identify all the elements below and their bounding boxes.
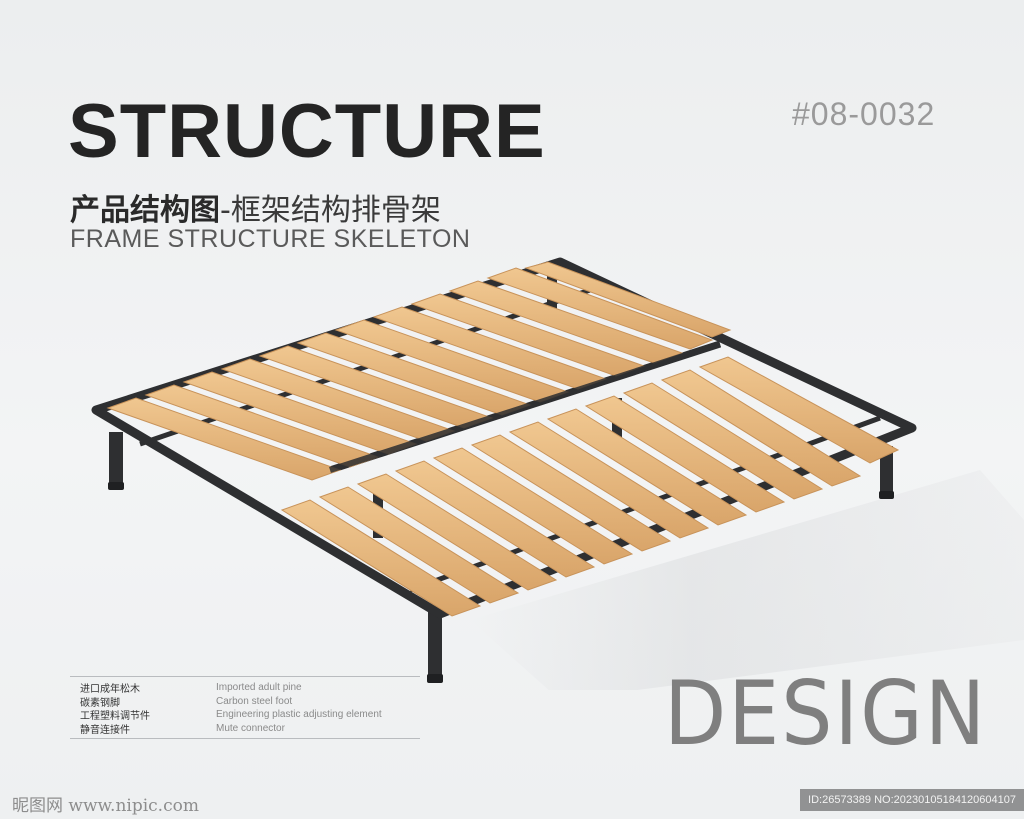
subtitle-chinese: 产品结构图-框架结构排骨架 — [70, 185, 441, 229]
subtitle-english: FRAME STRUCTURE SKELETON — [70, 225, 471, 253]
spec-row: 工程塑料调节件 Engineering plastic adjusting el… — [70, 708, 420, 722]
slats-front — [280, 356, 900, 617]
leg-right — [880, 446, 893, 496]
leg-front — [428, 612, 442, 680]
spec-en: Imported adult pine — [216, 682, 302, 694]
design-word: DESIGN — [664, 662, 988, 765]
spec-en: Carbon steel foot — [216, 695, 293, 707]
image-id-bar: ID:26573389 NO:20230105184120604107 — [800, 789, 1024, 811]
product-code: #08-0032 — [792, 96, 936, 132]
spec-list: 进口成年松木 Imported adult pine 碳素钢脚 Carbon s… — [70, 676, 420, 739]
spec-cn: 工程塑料调节件 — [80, 711, 150, 723]
center-rail-top — [329, 341, 721, 473]
leg-left — [109, 432, 123, 487]
spec-cn: 静音连接件 — [80, 724, 130, 736]
spec-row: 碳素钢脚 Carbon steel foot — [70, 695, 420, 709]
spec-cn: 碳素钢脚 — [80, 697, 120, 709]
spec-cn: 进口成年松木 — [80, 684, 140, 696]
bed-frame-illustration — [91, 257, 1024, 690]
subtitle-cn-strong: 产品结构图 — [70, 193, 220, 228]
spec-en: Engineering plastic adjusting element — [216, 709, 382, 721]
spec-row: 进口成年松木 Imported adult pine — [70, 681, 420, 695]
leg-left-foot — [108, 482, 124, 490]
image-id-text: ID:26573389 NO:20230105184120604107 — [808, 794, 1016, 806]
slats-back — [106, 261, 732, 481]
spec-row: 静音连接件 Mute connector — [70, 722, 420, 736]
floor-shadow — [470, 470, 1024, 690]
footer-bar: 昵图网 www.nipic.com ID:26573389 NO:2023010… — [0, 781, 1024, 819]
leg-front-foot — [427, 674, 443, 683]
spec-en: Mute connector — [216, 722, 285, 734]
watermark-text: 昵图网 www.nipic.com — [12, 796, 199, 816]
subtitle-cn-rest: -框架结构排骨架 — [220, 193, 441, 228]
page-title: STRUCTURE — [68, 89, 546, 174]
leg-right-foot — [879, 491, 894, 499]
